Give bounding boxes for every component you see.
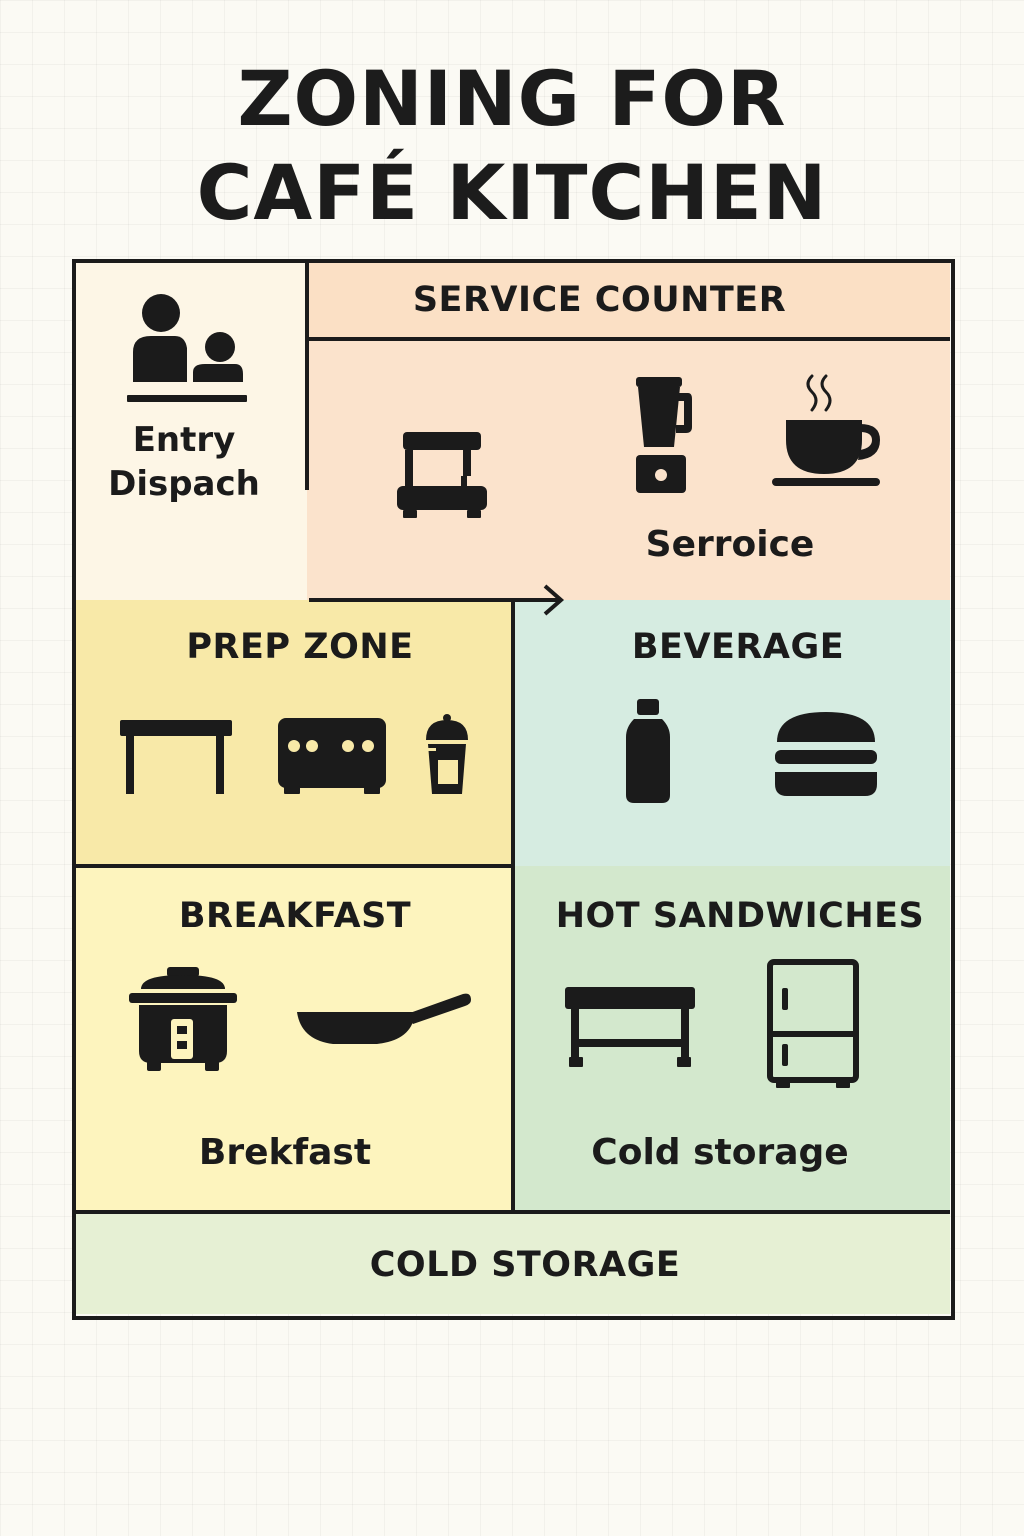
plan-frame [72,259,955,1320]
zone-cold-storage [75,1212,950,1314]
divider-service-header [307,337,950,341]
divider-center-vertical [511,600,515,1212]
rice-cooker-icon [129,967,237,1071]
griddle-counter-icon [565,987,695,1067]
breakfast-label: Brekfast [198,1132,372,1173]
container-jar-icon [426,714,468,794]
hot-sandwiches-heading: HOT SANDWICHES [555,896,925,936]
frying-pan-icon [297,993,471,1044]
divider-cold-storage-top [75,1210,950,1214]
espresso-machine-icon [397,432,487,518]
beverage-heading: BEVERAGE [631,627,845,667]
divider-prep-bottom [75,864,513,868]
service-counter-heading: SERVICE COUNTER [412,280,787,320]
cold-storage-heading: COLD STORAGE [369,1245,681,1285]
title-line-2: CAFÉ KITCHEN [196,148,828,237]
breakfast-heading: BREAKFAST [178,896,412,936]
refrigerator-icon [767,959,859,1088]
bottle-icon [626,699,670,803]
hot-sandwiches-label: Cold storage [591,1132,849,1173]
entry-dispatch-label: Entry Dispach [75,418,293,506]
divider-entry-right [305,262,309,490]
service-label: Serroice [645,524,815,565]
prep-table-icon [120,720,232,794]
page-title: ZONING FOR CAFÉ KITCHEN [0,52,1024,240]
entry-label-line-1: Entry [132,420,236,460]
stove-burner-icon [278,718,386,794]
flow-arrow-icon [309,584,565,616]
entry-label-line-2: Dispach [108,464,260,504]
people-dispatch-icon [127,294,247,402]
coffee-cup-icon [772,374,880,486]
prep-zone-heading: PREP ZONE [186,627,414,667]
title-line-1: ZONING FOR [237,54,787,143]
zone-entry-dispatch [75,262,307,600]
zone-beverage [513,600,950,866]
zone-service-counter-header [307,262,950,340]
blender-icon [636,377,692,493]
burger-icon [775,712,877,796]
